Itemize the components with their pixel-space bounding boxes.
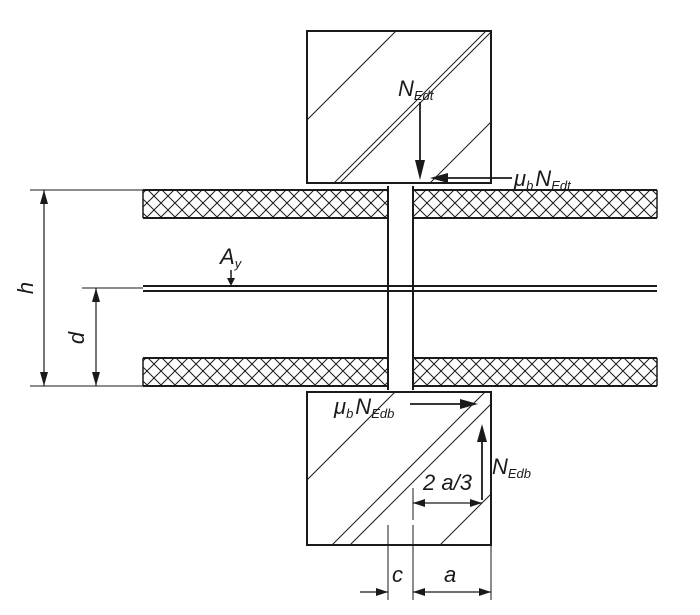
label-a-y: Ay	[218, 244, 243, 271]
label-mu-n-edt: μbNEdt	[513, 166, 572, 193]
mu-n-edt-arrow	[430, 173, 512, 183]
label-n-edt: NEdt	[398, 76, 435, 103]
label-c: c	[392, 562, 403, 587]
bottom-support-block	[306, 391, 492, 546]
sandwich-panel	[142, 186, 658, 390]
n-edb-arrow	[477, 424, 487, 500]
label-mu-n-edb: μbNEdb	[333, 394, 394, 421]
bottom-layer-hatch-left	[143, 358, 388, 386]
top-layer-hatch-left	[143, 190, 388, 218]
dimension-c-a	[360, 525, 492, 600]
label-2a3: 2 a/3	[422, 470, 473, 495]
dimension-h	[30, 189, 143, 387]
top-layer-hatch-right	[413, 190, 657, 218]
bottom-layer-hatch-right	[413, 358, 657, 386]
label-h: h	[13, 282, 38, 294]
top-support-block	[306, 30, 492, 184]
label-n-edb: NEdb	[492, 454, 531, 481]
label-d: d	[64, 331, 89, 344]
label-a: a	[444, 562, 456, 587]
dimension-d	[82, 287, 143, 386]
n-edt-arrow	[415, 102, 425, 180]
dimension-2a3	[412, 488, 482, 520]
mu-n-edb-arrow	[410, 399, 478, 409]
a-y-arrow	[227, 270, 235, 286]
